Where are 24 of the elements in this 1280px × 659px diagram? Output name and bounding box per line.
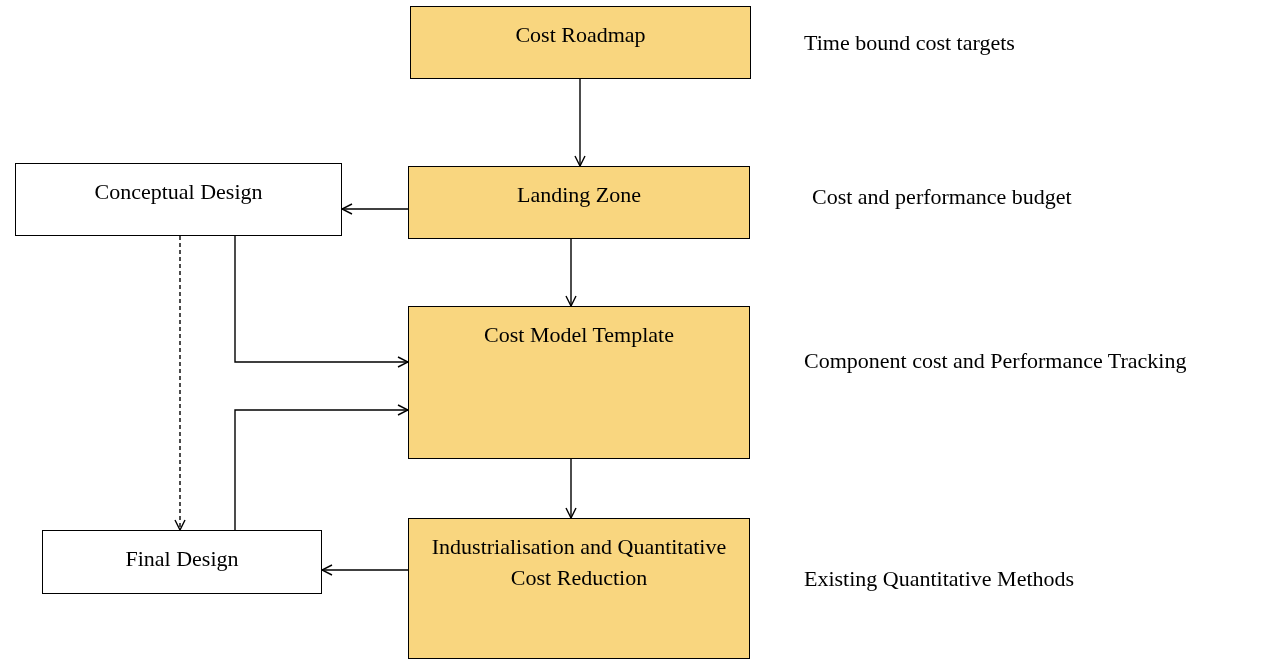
process-box [408, 306, 750, 459]
arrow [565, 238, 577, 307]
node-label: Industrialisation and Quantitative Cost Reduction [430, 533, 728, 592]
arrow [321, 564, 409, 576]
node-label: Conceptual Design [93, 178, 264, 206]
node-label: Landing Zone [516, 181, 642, 209]
arrow [341, 203, 409, 215]
dashed-arrow [174, 235, 186, 531]
process-box [408, 166, 750, 239]
side-note: Component cost and Performance Tracking [804, 348, 1187, 374]
design-box [42, 530, 322, 594]
process-box [408, 518, 750, 659]
process-box [410, 6, 751, 79]
side-note: Existing Quantitative Methods [804, 566, 1075, 592]
arrow [234, 235, 409, 368]
arrow [574, 78, 586, 167]
side-note: Time bound cost targets [804, 30, 1015, 56]
design-box [15, 163, 342, 236]
arrow [234, 404, 409, 531]
node-label: Final Design [124, 545, 240, 573]
arrow [565, 458, 577, 519]
node-label: Cost Roadmap [514, 21, 647, 49]
side-note: Cost and performance budget [812, 184, 1072, 210]
node-label: Cost Model Template [483, 321, 675, 349]
